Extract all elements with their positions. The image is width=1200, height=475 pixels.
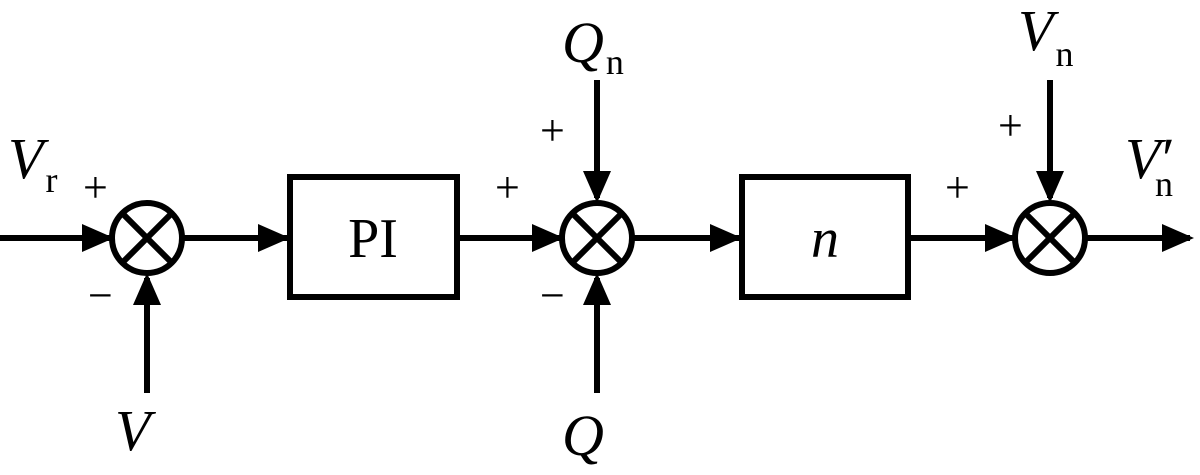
sum2-minus-sign: − bbox=[540, 271, 565, 320]
input-vr-sub: r bbox=[45, 160, 57, 200]
summing-junction-3 bbox=[1012, 200, 1088, 276]
arrowhead-into-n bbox=[710, 224, 742, 252]
sum3-plus-top-sign: + bbox=[998, 101, 1023, 150]
input-q-label: Q bbox=[562, 403, 604, 468]
sum2-plus-left-sign: + bbox=[495, 163, 520, 212]
arrowhead-into-sum2-left bbox=[532, 224, 564, 252]
input-qn-main: Q bbox=[562, 10, 604, 75]
input-vr-label: Vr bbox=[8, 126, 57, 200]
arrowhead-into-sum3-top bbox=[1036, 171, 1064, 203]
arrowhead-into-sum1-left bbox=[82, 224, 114, 252]
output-main: V bbox=[1125, 126, 1167, 191]
arrowhead-into-sum2-top bbox=[583, 171, 611, 203]
input-qn-sub: n bbox=[606, 42, 624, 82]
input-qn-label: Qn bbox=[562, 10, 624, 82]
arrowhead-output bbox=[1162, 224, 1194, 252]
input-vn-main: V bbox=[1018, 0, 1060, 63]
pi-block bbox=[287, 174, 460, 300]
pi-block-label: PI bbox=[348, 208, 398, 270]
output-vn-prime-label: V′n bbox=[1125, 126, 1173, 204]
input-vr-main: V bbox=[8, 126, 50, 191]
input-q-main: Q bbox=[562, 403, 604, 468]
input-vn-sub: n bbox=[1055, 34, 1073, 74]
sum1-minus-sign: − bbox=[88, 271, 113, 320]
gain-n-block bbox=[739, 174, 911, 300]
input-v-label: V bbox=[115, 398, 157, 463]
arrowhead-into-pi bbox=[258, 224, 290, 252]
output-sub: n bbox=[1155, 164, 1173, 204]
arrowhead-into-sum1-bottom bbox=[133, 273, 161, 305]
input-vn-label: Vn bbox=[1018, 0, 1073, 74]
summing-junction-2 bbox=[559, 200, 635, 276]
arrowhead-into-sum3-left bbox=[985, 224, 1017, 252]
summing-junction-1 bbox=[109, 200, 185, 276]
sum3-plus-left-sign: + bbox=[945, 163, 970, 212]
arrowhead-into-sum2-bottom bbox=[583, 273, 611, 305]
sum1-plus-sign: + bbox=[83, 163, 108, 212]
sum2-plus-top-sign: + bbox=[540, 106, 565, 155]
input-v-main: V bbox=[115, 398, 157, 463]
gain-n-block-label: n bbox=[811, 208, 839, 270]
output-prime: ′ bbox=[1158, 126, 1172, 191]
